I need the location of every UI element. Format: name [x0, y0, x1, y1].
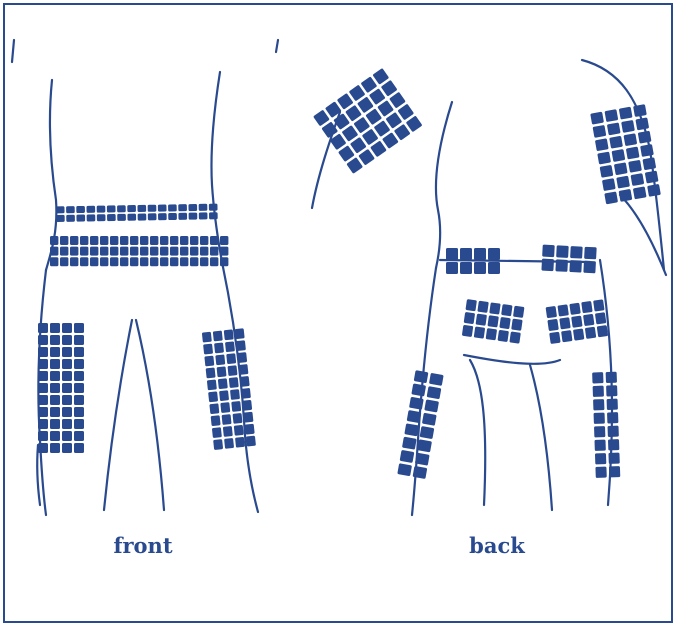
front-left-thigh-patch [38, 323, 84, 453]
back-right-arm-patch [590, 104, 661, 204]
injection-site-patches [38, 68, 661, 479]
back-right-flank-patch [541, 245, 596, 274]
back-right-buttock-patch [546, 299, 609, 344]
back-view-label: back [427, 533, 567, 558]
front-right-thigh-patch [202, 328, 256, 450]
front-view-label: front [73, 533, 213, 558]
back-left-thigh-patch [397, 370, 443, 479]
front-abdomen-upper-band [56, 204, 218, 222]
back-left-buttock-patch [462, 299, 525, 344]
front-abdomen-lower-band [50, 236, 228, 266]
back-left-arm-patch [313, 68, 422, 174]
injection-sites-diagram [0, 0, 678, 589]
back-right-thigh-patch [592, 372, 620, 478]
